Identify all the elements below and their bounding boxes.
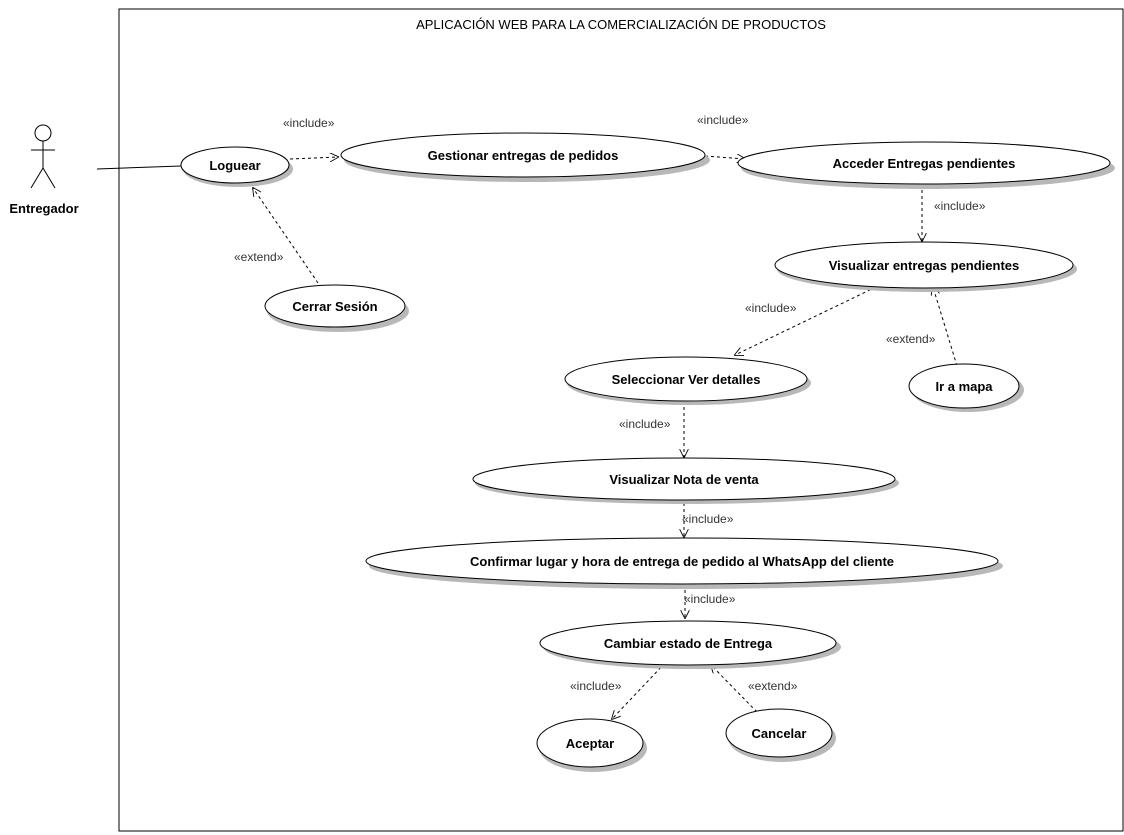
use-case-ir-mapa[interactable]: Ir a mapa (908, 363, 1024, 412)
label-extend-1: «extend» (234, 250, 284, 264)
label-include-7: «include» (684, 592, 736, 606)
use-case-seleccionar-label: Seleccionar Ver detalles (612, 372, 761, 387)
use-case-visualizar-nota[interactable]: Visualizar Nota de venta (472, 457, 899, 504)
label-extend-2: «extend» (886, 332, 936, 346)
actor-entregador[interactable]: Entregador (9, 124, 79, 216)
label-include-4: «include» (745, 301, 797, 315)
association-line (96, 165, 182, 170)
actor-head (34, 124, 52, 142)
use-case-visualizar-entregas[interactable]: Visualizar entregas pendientes (774, 241, 1077, 292)
use-case-gestionar-entregas[interactable]: Gestionar entregas de pedidos (340, 132, 710, 182)
use-case-cambiar-estado[interactable]: Cambiar estado de Entrega (539, 620, 841, 669)
use-case-aceptar[interactable]: Aceptar (536, 718, 647, 772)
use-case-cancelar-label: Cancelar (752, 726, 807, 741)
extend-cancelar-cambiar (711, 665, 758, 713)
include-loguear-gestionar (289, 157, 338, 159)
label-include-6: «include» (682, 512, 734, 526)
actor-name: Entregador (9, 201, 78, 216)
use-case-confirmar-lugar[interactable]: Confirmar lugar y hora de entrega de ped… (365, 537, 1003, 589)
include-cambiar-aceptar (612, 662, 666, 719)
use-case-aceptar-label: Aceptar (566, 736, 614, 751)
use-case-cerrar-label: Cerrar Sesión (292, 299, 377, 314)
use-case-cambiar-label: Cambiar estado de Entrega (604, 636, 773, 651)
include-visualizar-seleccionar (735, 286, 877, 355)
extend-cerrar-loguear (253, 188, 319, 284)
actor-left-leg (30, 167, 44, 189)
use-case-visualizar-nota-label: Visualizar Nota de venta (609, 472, 759, 487)
use-case-seleccionar-detalles[interactable]: Seleccionar Ver detalles (564, 356, 811, 405)
actor-right-leg (42, 167, 56, 189)
label-extend-3: «extend» (748, 679, 798, 693)
use-case-acceder-label: Acceder Entregas pendientes (833, 156, 1016, 171)
use-case-cerrar-sesion[interactable]: Cerrar Sesión (264, 284, 409, 332)
use-case-gestionar-label: Gestionar entregas de pedidos (428, 148, 619, 163)
use-case-acceder-entregas[interactable]: Acceder Entregas pendientes (737, 141, 1115, 189)
system-title: APLICACIÓN WEB PARA LA COMERCIALIZACIÓN … (416, 17, 826, 32)
use-case-cancelar[interactable]: Cancelar (725, 708, 836, 762)
use-case-visualizar-label: Visualizar entregas pendientes (829, 258, 1020, 273)
label-include-5: «include» (619, 417, 671, 431)
include-gestionar-acceder (704, 156, 745, 159)
use-case-loguear-label: Loguear (209, 158, 260, 173)
label-include-8: «include» (570, 679, 622, 693)
extend-mapa-visualizar (933, 287, 958, 367)
use-case-confirmar-label: Confirmar lugar y hora de entrega de ped… (470, 554, 894, 569)
use-case-ir-mapa-label: Ir a mapa (935, 379, 993, 394)
label-include-3: «include» (934, 199, 986, 213)
use-case-loguear[interactable]: Loguear (180, 146, 293, 187)
label-include-2: «include» (697, 113, 749, 127)
label-include-1: «include» (283, 116, 335, 130)
